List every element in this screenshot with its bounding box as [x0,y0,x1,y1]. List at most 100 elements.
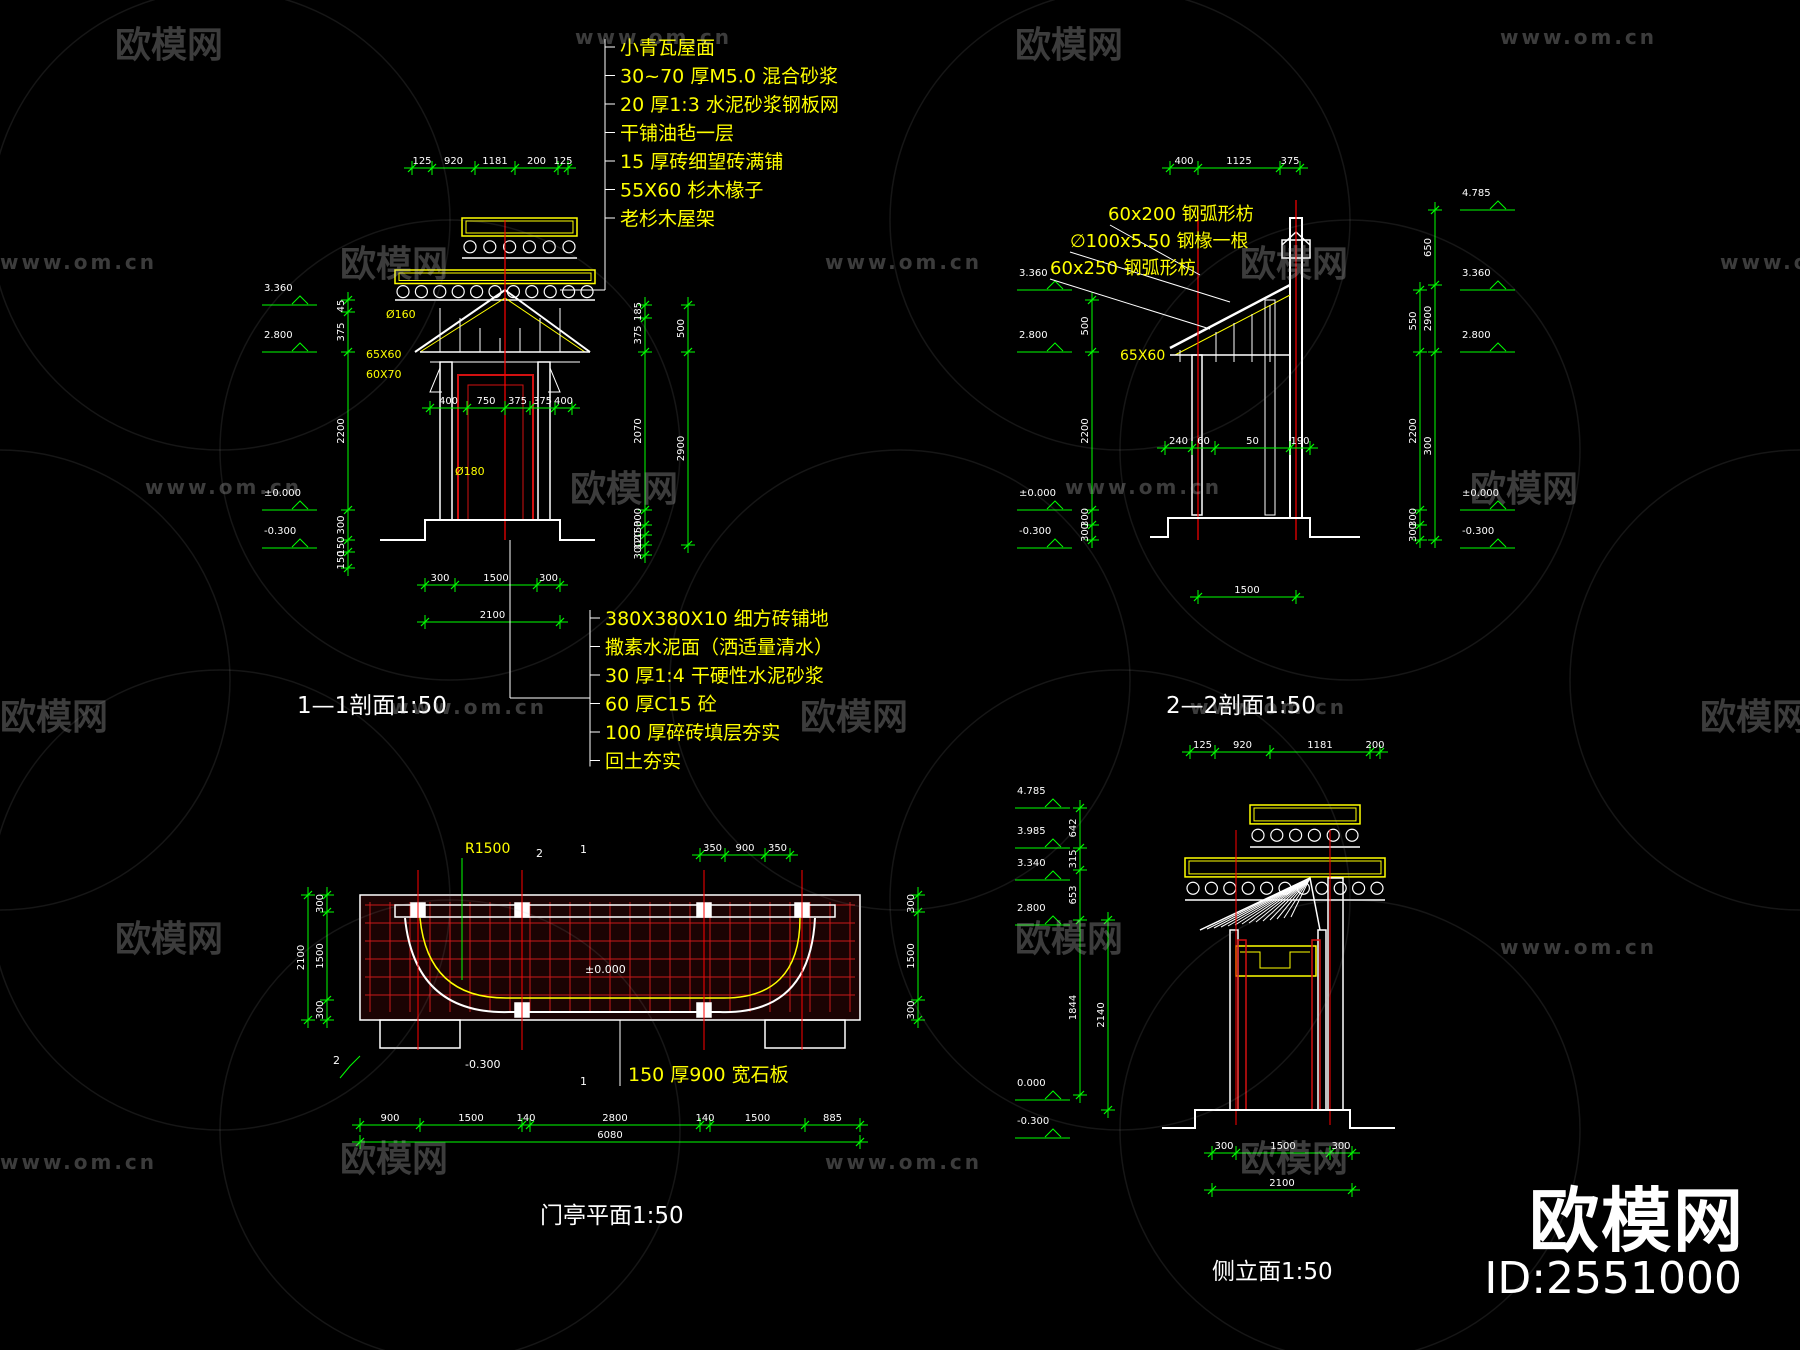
watermark-circle [889,0,1351,451]
dim-label: 2100 [1269,1178,1294,1189]
note-text: 15 厚砖细望砖满铺 [620,151,783,173]
side-fretwork-pattern [1240,951,1310,969]
dim-tick [1415,520,1425,530]
level-triangle [1489,342,1507,352]
watermark-logo: 欧模网 [1015,919,1124,960]
dim-tick [1087,520,1097,530]
dim-label: 2100 [296,945,307,970]
dim-tick [420,617,430,627]
watermark-url: www.om.cn [825,250,983,274]
s1-level-2: ±0.000 [262,488,317,511]
side-level-3: 2.800 [1015,903,1070,926]
roof-tile [1315,881,1329,895]
dim-tick [343,505,353,515]
level-triangle [1489,200,1507,210]
dim-label: 125 [553,156,572,167]
dim-tick [640,530,650,540]
dim-label: 2900 [676,436,687,461]
roof-fan-line [1234,877,1311,926]
level-label: -0.300 [1019,526,1051,537]
roof-tile [1370,881,1384,895]
roof-tile [483,240,497,254]
dim-tick [555,617,565,627]
dim-tick [1415,285,1425,295]
s2-note-leader [1109,224,1201,276]
level-triangle [1044,798,1062,808]
roof-tile [542,240,556,254]
dim-label: 300 [1214,1141,1233,1152]
dim-tick [1375,747,1385,757]
dim-tick [525,403,535,413]
plan-cut-mark: 1 [580,843,587,856]
s1-lower-ridge [394,269,596,301]
watermark-logo: 欧模网 [1015,25,1124,66]
watermark-logo: 欧模网 [0,697,109,738]
plan-step-left [379,1019,461,1049]
dim-tick [1325,1148,1335,1158]
section-1-title: 1—1剖面1:50 [297,693,447,719]
dim-label: 375 [1280,156,1299,167]
dim-tick [913,995,923,1005]
s2-level-r4: -0.300 [1460,526,1515,549]
dim-tick [415,1120,425,1130]
dim-tick [640,313,650,323]
note-text: 30~70 厚M5.0 混合砂浆 [620,66,838,88]
s1-size-label: Ø160 [386,308,416,321]
dim-label: 400 [1174,156,1193,167]
dim-tick [705,1120,715,1130]
ridge-cap [1184,857,1386,878]
dim-label: 200 [1365,740,1384,751]
level-triangle [291,295,309,305]
dim-label: 45 [336,300,347,313]
dim-tick [322,995,332,1005]
roof-tile [414,285,428,299]
dim-tick [355,1120,365,1130]
plan-bottom-total: 6080 [352,1130,868,1149]
roof-tile [522,240,537,254]
plan-curved-bench-inner [419,917,801,999]
level-label: 3.360 [1019,268,1048,279]
dim-tick [420,580,430,590]
dim-tick [683,347,693,357]
dim-tick [855,1137,865,1147]
dim-tick [640,520,650,530]
s2-level-r0: 4.785 [1460,188,1515,211]
dim-tick [510,163,520,173]
roof-tile [1351,881,1366,895]
watermark-circle [669,449,1131,911]
roof-tile [1270,828,1284,842]
dim-label: 1500 [458,1113,483,1124]
dim-label: 2140 [1096,1002,1107,1027]
dim-tick [760,850,770,860]
dim-label: 500 [676,319,687,338]
roof-tile [562,240,576,254]
dim-tick [1075,865,1085,875]
dim-tick [720,850,730,860]
level-label: -0.300 [1462,526,1494,537]
s2-level-r2: 2.800 [1460,330,1515,353]
dim-tick [1075,843,1085,853]
roof-tile [580,285,594,299]
dim-label: 2800 [602,1113,627,1124]
plan-title: 门亭平面1:50 [540,1203,684,1229]
level-triangle [1044,870,1062,880]
level-triangle [1044,1128,1062,1138]
roof-tile [1251,828,1265,842]
s1-level-1: 2.800 [262,330,317,353]
s1-bracket-left [429,367,442,393]
watermark-logo: 欧模网 [115,25,224,66]
watermark-url: www.om.cn [1500,935,1658,959]
dim-label: 1500 [483,573,508,584]
note-text: 30 厚1:4 干硬性水泥砂浆 [605,665,824,687]
dim-label: 1844 [1068,995,1079,1020]
dim-label: 300 [1423,436,1434,455]
level-triangle [1489,280,1507,290]
dim-tick [913,890,923,900]
dim-tick [1295,163,1305,173]
side-level-4: 0.000 [1015,1078,1070,1101]
